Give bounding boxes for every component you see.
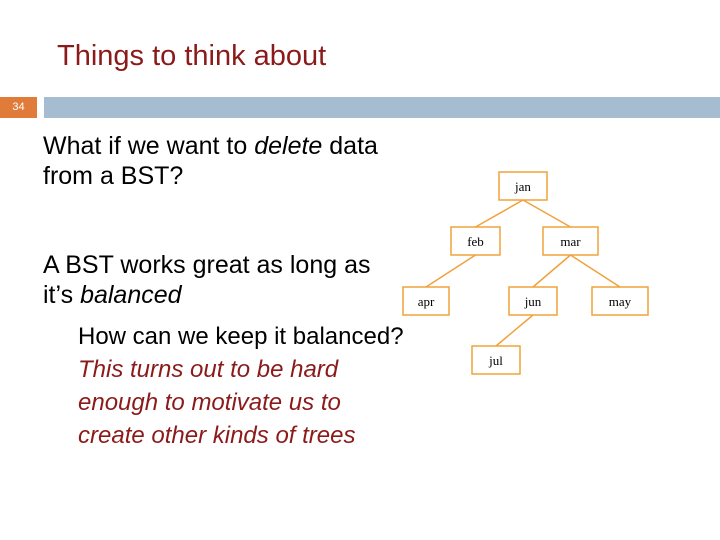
node-label-jul: jul (488, 353, 503, 368)
node-label-may: may (609, 294, 632, 309)
node-jul: jul (471, 345, 521, 375)
node-jan: jan (498, 171, 548, 201)
bst-edges (425, 199, 621, 347)
node-mar: mar (542, 226, 599, 256)
node-apr: apr (402, 286, 450, 316)
node-feb: feb (450, 226, 501, 256)
bst-nodes: jan feb mar apr jun may jul (402, 171, 649, 375)
node-box-jan (498, 171, 548, 201)
edge-jan-feb (475, 199, 524, 228)
slide-title: Things to think about (57, 40, 327, 72)
node-may: may (591, 286, 649, 316)
sub-bullet: How can we keep it balanced? This turns … (78, 323, 404, 449)
node-box-may (591, 286, 649, 316)
bullet-balanced: A BST works great as long as it’s balanc… (43, 251, 371, 309)
emphasis-balanced: balanced (80, 281, 182, 309)
node-jun: jun (508, 286, 558, 316)
edge-feb-apr (425, 254, 476, 288)
node-label-apr: apr (418, 294, 435, 309)
edge-jun-jul (495, 314, 534, 347)
sub-bullet-emphasis: This turns out to be hard enough to moti… (78, 356, 356, 449)
emphasis-delete: delete (254, 132, 323, 160)
slide-number: 34 (12, 101, 25, 113)
node-box-jul (471, 345, 521, 375)
node-label-jan: jan (514, 179, 531, 194)
header-bar (44, 97, 720, 118)
slide-number-bar (0, 97, 37, 118)
edge-jan-mar (522, 199, 571, 228)
bullet-delete: What if we want to delete data from a BS… (43, 132, 378, 190)
node-box-jun (508, 286, 558, 316)
node-box-apr (402, 286, 450, 316)
node-box-feb (450, 226, 501, 256)
edge-mar-may (570, 254, 621, 288)
node-label-mar: mar (560, 234, 581, 249)
node-box-mar (542, 226, 599, 256)
node-label-feb: feb (467, 234, 484, 249)
node-label-jun: jun (524, 294, 542, 309)
edge-mar-jun (532, 254, 571, 288)
